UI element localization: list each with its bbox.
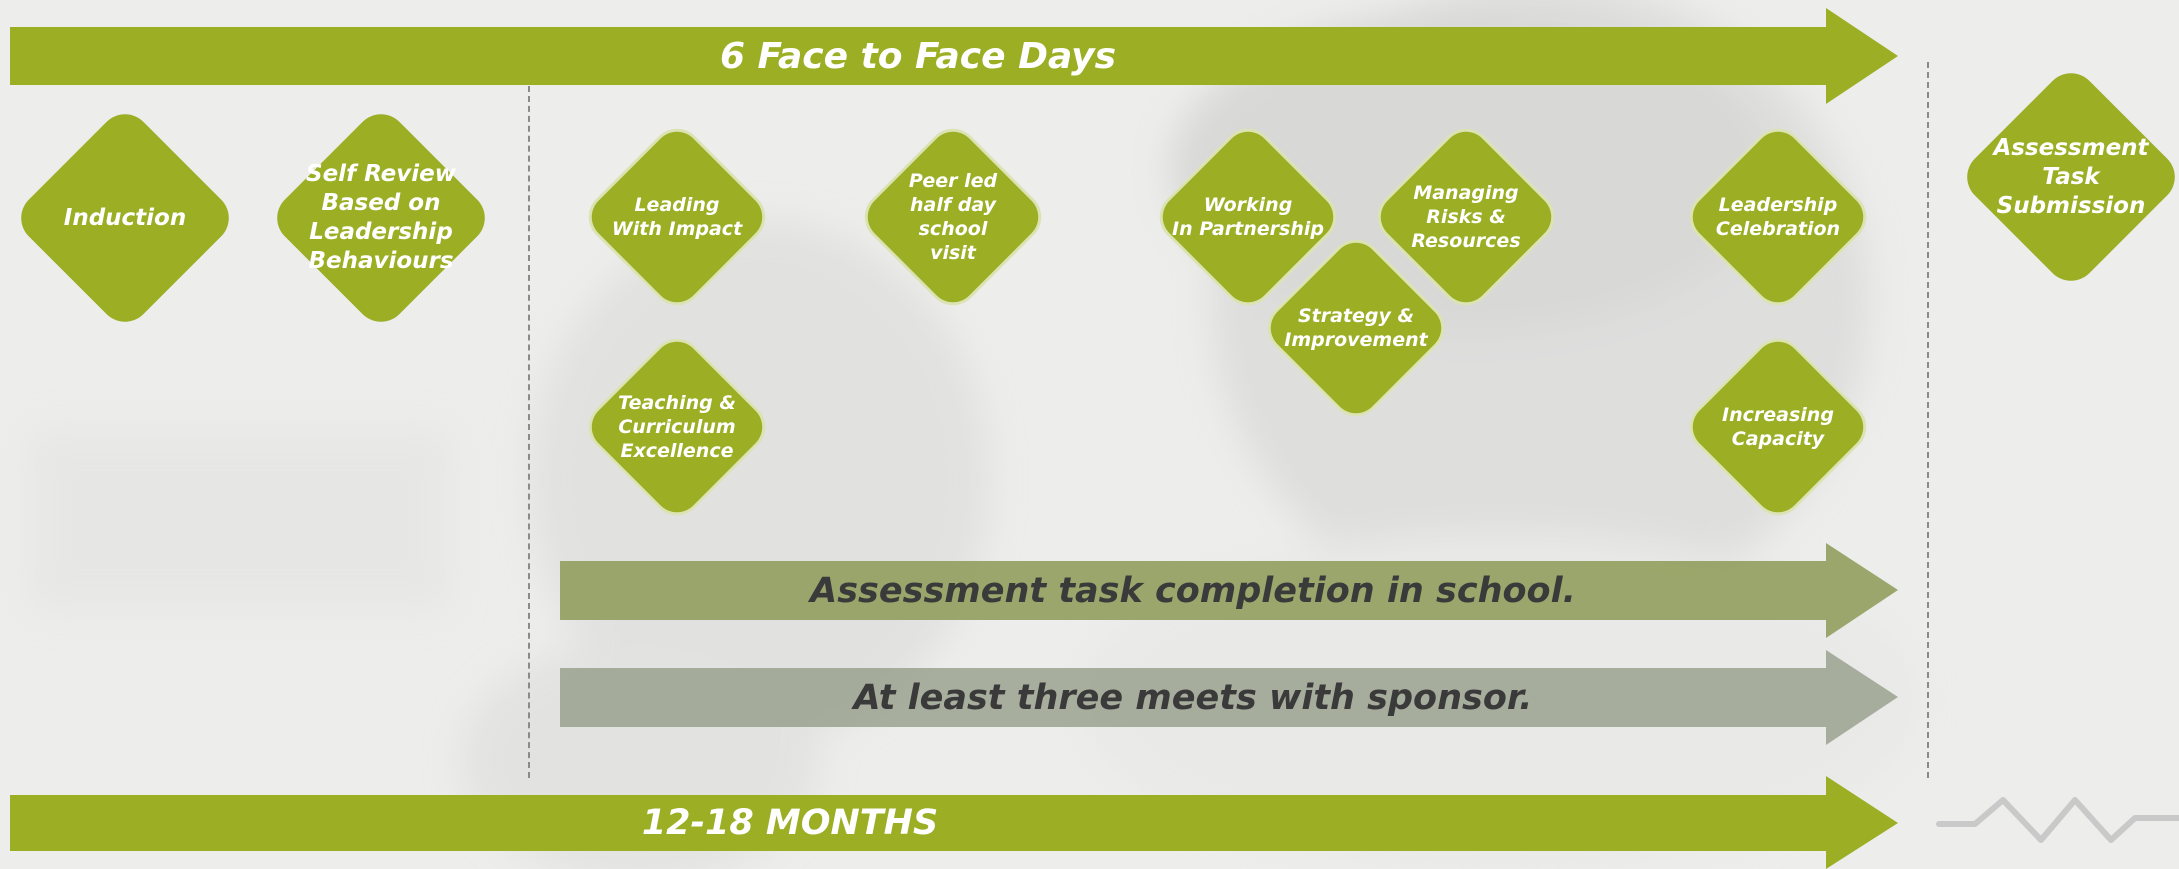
face-to-face-days-label: 6 Face to Face Days — [719, 35, 1117, 77]
step-working-in-partnership-label: Working In Partnership — [1172, 194, 1324, 240]
zigzag-line-icon — [1936, 797, 2179, 843]
step-peer-led-visit-label: Peer led half day school visit — [908, 170, 998, 264]
step-leading-with-impact-label: Leading With Impact — [611, 194, 743, 240]
step-teaching-curriculum: Teaching & Curriculum Excellence — [577, 327, 777, 527]
step-strategy-improvement-label: Strategy & Improvement — [1284, 305, 1428, 351]
step-increasing-capacity: Increasing Capacity — [1678, 327, 1878, 527]
step-working-in-partnership: Working In Partnership — [1148, 117, 1348, 317]
step-self-review-label: Self Review Based on Leadership Behaviou… — [306, 161, 456, 274]
face-to-face-days-arrow: 6 Face to Face Days — [10, 8, 1898, 104]
step-assessment-submission-label: Assessment Task Submission — [1993, 134, 2149, 219]
assessment-band-label: Assessment task completion in school. — [810, 570, 1576, 611]
step-managing-risks-label: Managing Risks & Resources — [1411, 182, 1521, 252]
step-leadership-celebration-label: Leadership Celebration — [1715, 194, 1841, 240]
step-teaching-curriculum-label: Teaching & Curriculum Excellence — [618, 392, 736, 462]
divider-line-left — [528, 86, 530, 778]
step-self-review: Self Review Based on Leadership Behaviou… — [266, 103, 496, 333]
divider-line-right — [1927, 62, 1929, 778]
step-assessment-submission: Assessment Task Submission — [1956, 62, 2179, 292]
step-strategy-improvement: Strategy & Improvement — [1256, 228, 1456, 428]
step-increasing-capacity-label: Increasing Capacity — [1722, 404, 1834, 450]
step-leading-with-impact: Leading With Impact — [577, 117, 777, 317]
step-leadership-celebration: Leadership Celebration — [1678, 117, 1878, 317]
step-managing-risks: Managing Risks & Resources — [1366, 117, 1566, 317]
step-peer-led-visit: Peer led half day school visit — [853, 117, 1053, 317]
sponsor-band-arrow: At least three meets with sponsor. — [560, 650, 1898, 745]
assessment-band-arrow: Assessment task completion in school. — [560, 543, 1898, 638]
step-induction: Induction — [10, 103, 240, 333]
step-induction-label: Induction — [63, 204, 187, 231]
duration-label: 12-18 MONTHS — [641, 802, 939, 843]
sponsor-band-label: At least three meets with sponsor. — [853, 677, 1533, 718]
duration-arrow: 12-18 MONTHS — [10, 776, 1898, 869]
